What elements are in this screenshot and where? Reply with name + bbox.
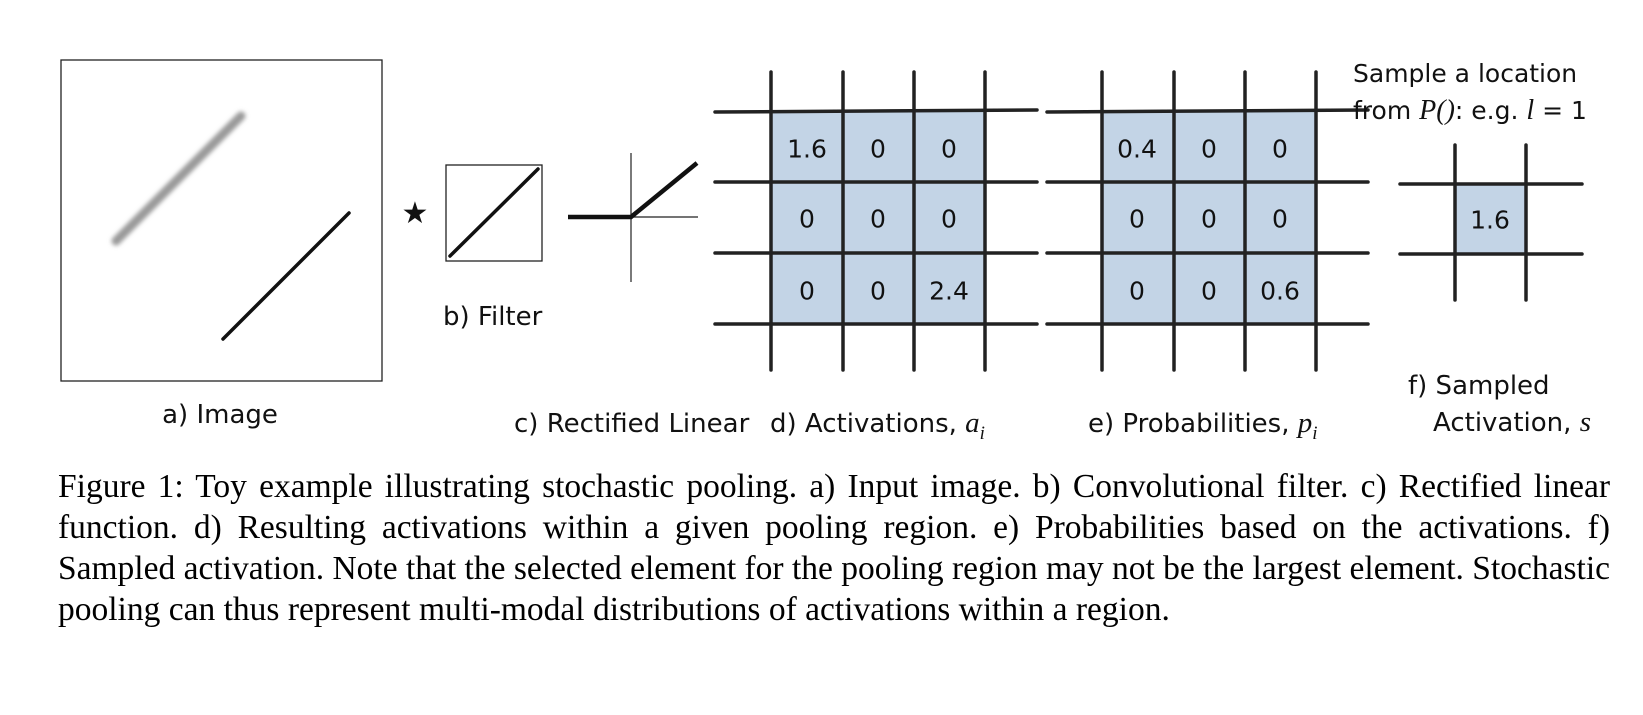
activations-grid-lines bbox=[713, 70, 1039, 372]
panel-d-label: d) Activations, ai bbox=[770, 407, 985, 444]
relu-curve bbox=[568, 161, 699, 220]
sampled-cell-bg bbox=[1455, 184, 1526, 254]
activation-cell-r1c1: 1.6 bbox=[787, 135, 827, 164]
probability-cell-r3c1: 0 bbox=[1129, 277, 1145, 306]
activation-cell-r3c3: 2.4 bbox=[929, 277, 969, 306]
figure-caption: Figure 1: Toy example illustrating stoch… bbox=[58, 468, 1611, 628]
figure-1: a) Image ★ b) Filter c) Rectified Linear… bbox=[60, 59, 1591, 444]
sampled-grid-lines bbox=[1398, 143, 1584, 302]
panel-f-sampled: Sample a location from P(): e.g. l = 1 1… bbox=[1353, 59, 1591, 438]
sharp-edge bbox=[221, 211, 351, 341]
activation-cell-r3c1: 0 bbox=[799, 277, 815, 306]
panel-a-image: a) Image bbox=[60, 59, 383, 430]
activation-cell-r2c1: 0 bbox=[799, 205, 815, 234]
panel-f-label-line2: Activation, s bbox=[1433, 406, 1591, 438]
probability-cell-r3c3: 0.6 bbox=[1260, 277, 1300, 306]
probabilities-grid-lines bbox=[1045, 70, 1370, 372]
convolution-star-icon: ★ bbox=[402, 196, 429, 231]
activations-grid-bg bbox=[770, 110, 985, 324]
panel-b-label: b) Filter bbox=[443, 302, 543, 332]
probability-cell-r1c2: 0 bbox=[1201, 135, 1217, 164]
probability-cell-r2c2: 0 bbox=[1201, 205, 1217, 234]
activation-cell-r2c2: 0 bbox=[870, 205, 886, 234]
panel-c-relu: c) Rectified Linear bbox=[514, 153, 750, 439]
sampled-cell-value: 1.6 bbox=[1470, 206, 1510, 235]
activation-cell-r3c2: 0 bbox=[870, 277, 886, 306]
probability-cell-r3c2: 0 bbox=[1201, 277, 1217, 306]
activation-cell-r2c3: 0 bbox=[941, 205, 957, 234]
panel-c-label: c) Rectified Linear bbox=[514, 409, 750, 439]
probabilities-grid-bg bbox=[1101, 110, 1316, 324]
probability-cell-r1c1: 0.4 bbox=[1117, 135, 1157, 164]
probability-cell-r1c3: 0 bbox=[1272, 135, 1288, 164]
panel-a-label: a) Image bbox=[162, 400, 278, 430]
probability-cell-r2c3: 0 bbox=[1272, 205, 1288, 234]
activation-cell-r1c2: 0 bbox=[870, 135, 886, 164]
panel-f-label-line1: f) Sampled bbox=[1408, 371, 1550, 401]
image-frame bbox=[60, 59, 383, 382]
panel-e-label: e) Probabilities, pi bbox=[1088, 407, 1318, 444]
activation-cell-r1c3: 0 bbox=[941, 135, 957, 164]
blurred-edge bbox=[111, 111, 246, 246]
probability-cell-r2c1: 0 bbox=[1129, 205, 1145, 234]
sample-note-line2: from P(): e.g. l = 1 bbox=[1353, 95, 1587, 126]
sample-note-line1: Sample a location bbox=[1353, 59, 1577, 88]
panel-e-probabilities: 0.4 0 0 0 0 0 0 0 0.6 e) Probabilities, … bbox=[1045, 70, 1370, 444]
panel-d-activations: 1.6 0 0 0 0 0 0 0 2.4 d) Activations, ai bbox=[713, 70, 1039, 444]
filter-diagonal bbox=[448, 167, 540, 258]
panel-b-filter: b) Filter bbox=[443, 164, 543, 332]
